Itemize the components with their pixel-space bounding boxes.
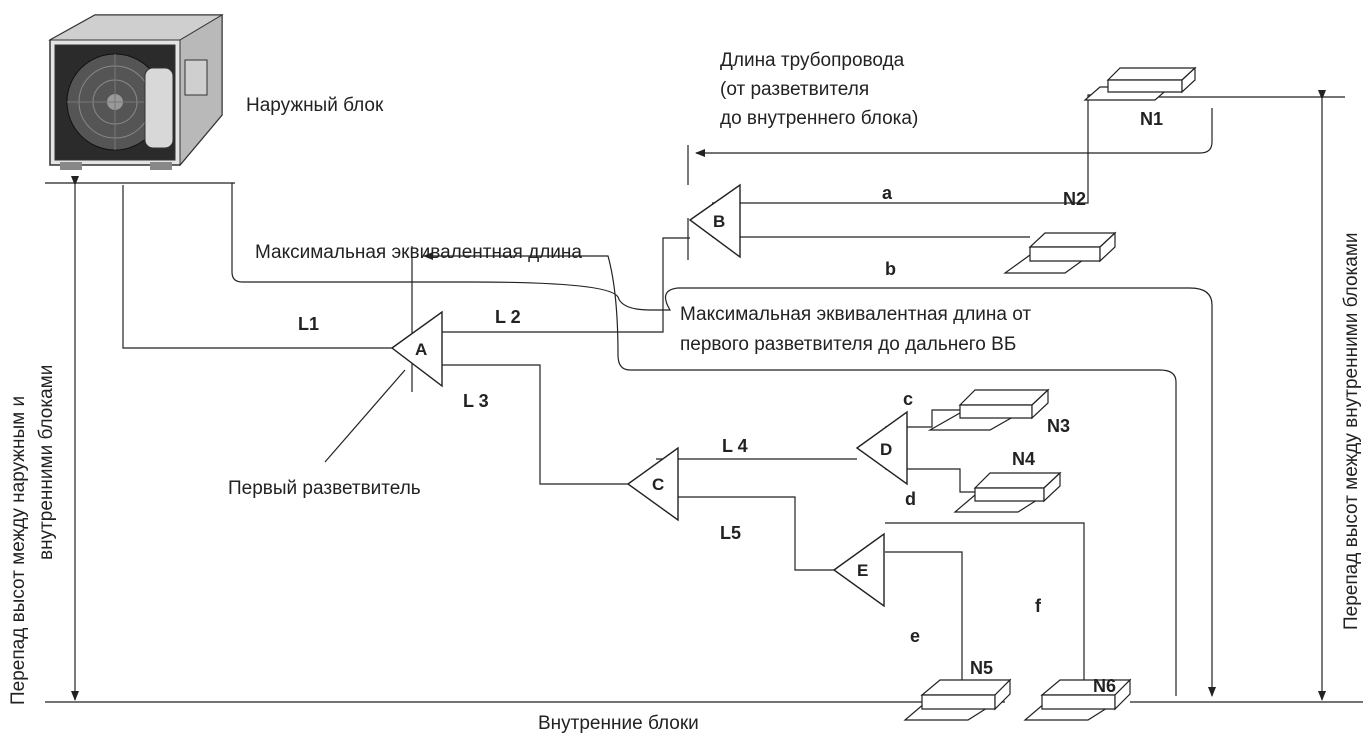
indoor-unit-N2-icon bbox=[1003, 231, 1117, 274]
branch-B-label: B bbox=[713, 212, 725, 231]
length-arrows bbox=[231, 108, 1216, 697]
height-outdoor-indoor-label-line1: Перепад высот между наружным и bbox=[8, 395, 29, 705]
pipe-f-label: f bbox=[1035, 596, 1041, 616]
unit-N6-label: N6 bbox=[1093, 676, 1117, 696]
branch-A bbox=[390, 310, 443, 388]
unit-N1-label: N1 bbox=[1140, 109, 1164, 129]
height-indoor-indoor-label: Перепад высот между внутренними блоками bbox=[1341, 232, 1362, 630]
pipe-L3-label: L 3 bbox=[463, 391, 489, 411]
pipe-length-label-line3: до внутреннего блока) bbox=[720, 108, 919, 129]
outdoor-unit-icon bbox=[48, 14, 224, 170]
first-branch-leader bbox=[324, 369, 406, 463]
max-equiv-first-label-line2: первого разветвителя до дальнего ВБ bbox=[680, 334, 1017, 355]
reference-lines bbox=[45, 96, 1363, 703]
indoor-unit-N4-icon bbox=[953, 471, 1062, 513]
pipes bbox=[122, 94, 1118, 690]
height-dimensions bbox=[71, 90, 1326, 701]
max-equiv-first-label-line1: Максимальная эквивалентная длина от bbox=[680, 304, 1032, 325]
unit-N5-label: N5 bbox=[970, 658, 994, 678]
branch-E bbox=[832, 532, 885, 608]
pipe-L4-label: L 4 bbox=[722, 436, 748, 456]
pipe-L2-label: L 2 bbox=[495, 307, 521, 327]
pipe-length-label-line2: (от разветвителя bbox=[720, 79, 870, 100]
pipe-d-label: d bbox=[905, 489, 916, 509]
branch-B bbox=[688, 183, 741, 259]
first-branch-label: Первый разветвитель bbox=[228, 478, 421, 499]
indoor-unit-N6-icon bbox=[1023, 678, 1132, 721]
indoor-units bbox=[903, 66, 1197, 721]
branch-joints bbox=[390, 183, 908, 608]
pipe-c-label: c bbox=[903, 389, 914, 409]
branch-letters: A B C D E bbox=[415, 212, 892, 580]
indoor-unit-N1-icon bbox=[1083, 66, 1197, 101]
outdoor-unit-label: Наружный блок bbox=[246, 95, 384, 116]
pipe-e-label: e bbox=[910, 626, 921, 646]
branch-C-label: C bbox=[652, 475, 664, 494]
indoor-unit-N5-icon bbox=[903, 678, 1012, 721]
indoor-units-label: Внутренние блоки bbox=[538, 713, 699, 734]
unit-N3-label: N3 bbox=[1047, 416, 1071, 436]
branch-E-label: E bbox=[857, 561, 868, 580]
branch-A-label: A bbox=[415, 340, 427, 359]
branch-C bbox=[626, 446, 679, 522]
pipe-L5-label: L5 bbox=[720, 523, 742, 543]
height-outdoor-indoor-label-line2: внутренними блоками bbox=[36, 364, 57, 560]
branch-D bbox=[855, 410, 908, 486]
pipe-a-label: a bbox=[882, 183, 893, 203]
pipe-b-label: b bbox=[885, 259, 896, 279]
pipe-length-label-line1: Длина трубопровода bbox=[720, 50, 905, 71]
branch-D-label: D bbox=[880, 440, 892, 459]
max-equiv-length-label: Максимальная эквивалентная длина bbox=[255, 242, 582, 263]
indoor-unit-N3-icon bbox=[927, 388, 1050, 431]
unit-N4-label: N4 bbox=[1012, 449, 1036, 469]
unit-N2-label: N2 bbox=[1063, 189, 1087, 209]
pipe-L1-label: L1 bbox=[298, 314, 320, 334]
